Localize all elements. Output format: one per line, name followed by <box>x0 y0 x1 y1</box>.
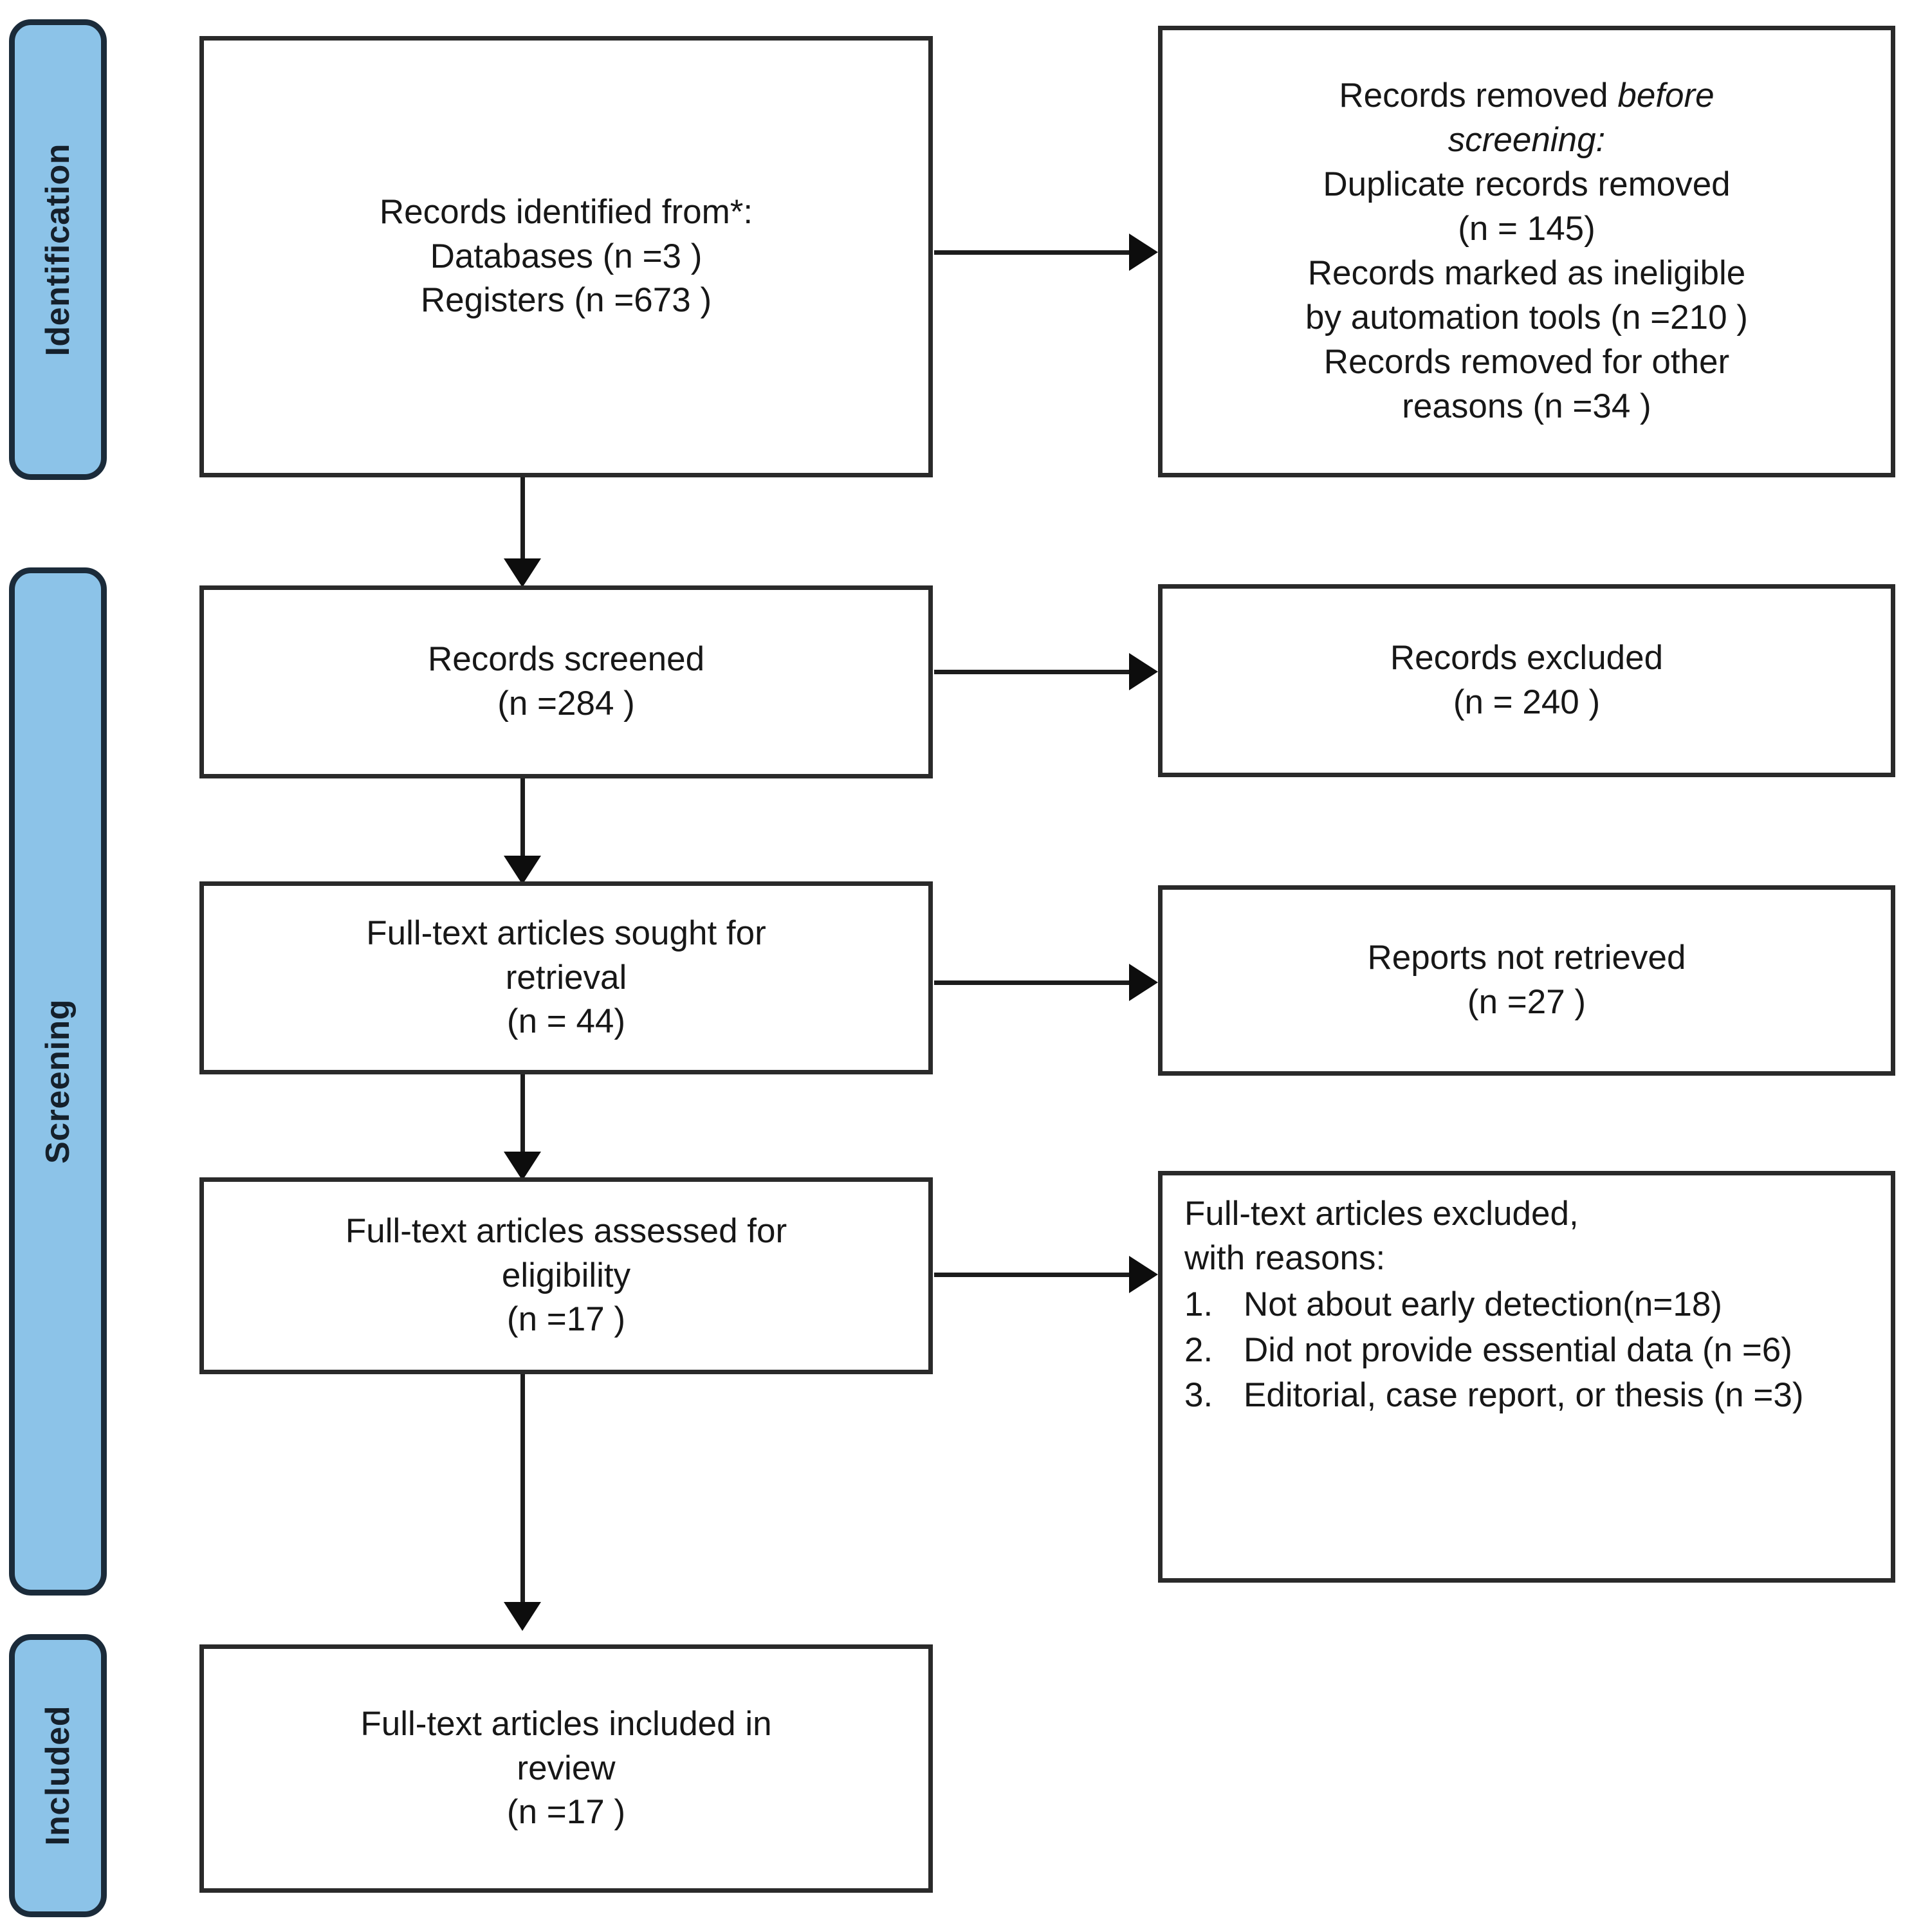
removed-line-5: Records marked as ineligible <box>1307 254 1746 292</box>
stage-label-screening: Screening <box>39 999 77 1164</box>
reason-number: 1. <box>1184 1285 1213 1323</box>
included-line-1: Full-text articles included in <box>360 1704 772 1743</box>
removed-line-3: Duplicate records removed <box>1323 165 1731 204</box>
box-assessed-for-eligibility: Full-text articles assessed for eligibil… <box>199 1177 933 1374</box>
list-item: 3. Editorial, case report, or thesis (n … <box>1184 1374 1869 1417</box>
records-screened-line-2: (n =284 ) <box>497 685 635 722</box>
removed-line-4: (n = 145) <box>1458 210 1595 248</box>
box-included-in-review: Full-text articles included in review (n… <box>199 1644 933 1893</box>
assessed-line-1: Full-text articles assessed for <box>345 1211 787 1250</box>
reason-number: 3. <box>1184 1376 1213 1415</box>
removed-line-1-text: Records removed before <box>1339 77 1714 115</box>
reason-text: Not about early detection(n=18) <box>1244 1285 1722 1323</box>
removed-line-7: Records removed for other <box>1323 342 1730 381</box>
sought-line-3: (n = 44) <box>506 1002 626 1041</box>
box-records-removed-before-screening: Records removed before screening: Duplic… <box>1158 26 1895 477</box>
not-retrieved-line-1: Reports not retrieved <box>1367 939 1686 977</box>
records-identified-line-3: Registers (n =673 ) <box>420 281 712 320</box>
reason-number: 2. <box>1184 1330 1213 1369</box>
box-reports-not-retrieved: Reports not retrieved (n =27 ) <box>1158 885 1895 1076</box>
stage-label-identification: Identification <box>39 143 77 356</box>
records-screened-line-1: Records screened <box>427 640 705 679</box>
list-item: 1. Not about early detection(n=18) <box>1184 1283 1869 1327</box>
records-identified-line-2: Databases (n =3 ) <box>430 237 703 275</box>
stage-tab-screening: Screening <box>9 567 107 1596</box>
stage-tab-included: Included <box>9 1634 107 1917</box>
stage-label-included: Included <box>39 1706 77 1846</box>
box-records-excluded: Records excluded (n = 240 ) <box>1158 584 1895 777</box>
box-sought-for-retrieval: Full-text articles sought for retrieval … <box>199 881 933 1074</box>
removed-line-2: screening: <box>1448 121 1606 160</box>
not-retrieved-line-2: (n =27 ) <box>1467 983 1586 1021</box>
box-records-screened: Records screened (n =284 ) <box>199 585 933 778</box>
removed-line-1: Records removed before <box>1339 74 1714 118</box>
box-records-identified: Records identified from*: Databases (n =… <box>199 36 933 477</box>
reason-text: Did not provide essential data (n =6) <box>1244 1330 1792 1369</box>
excluded-reasons-heading-2: with reasons: <box>1184 1238 1386 1277</box>
excluded-reasons-heading-1: Full-text articles excluded, <box>1184 1195 1579 1233</box>
included-line-3: (n =17 ) <box>506 1793 626 1832</box>
reason-text: Editorial, case report, or thesis (n =3) <box>1244 1376 1804 1415</box>
assessed-line-3: (n =17 ) <box>506 1300 626 1339</box>
stage-tab-identification: Identification <box>9 19 107 480</box>
assessed-line-2: eligibility <box>501 1256 631 1294</box>
included-line-2: review <box>517 1749 616 1787</box>
records-excluded-line-1: Records excluded <box>1390 639 1664 677</box>
removed-line-6: by automation tools (n =210 ) <box>1305 298 1748 336</box>
list-item: 2. Did not provide essential data (n =6) <box>1184 1329 1869 1372</box>
sought-line-2: retrieval <box>505 958 627 997</box>
records-excluded-line-2: (n = 240 ) <box>1453 683 1601 721</box>
excluded-reason-list: 1. Not about early detection(n=18) 2. Di… <box>1184 1281 1869 1417</box>
sought-line-1: Full-text articles sought for <box>366 914 766 952</box>
removed-line-8: reasons (n =34 ) <box>1402 387 1651 425</box>
records-identified-line-1: Records identified from*: <box>379 192 753 231</box>
box-excluded-with-reasons: Full-text articles excluded, with reason… <box>1158 1171 1895 1583</box>
